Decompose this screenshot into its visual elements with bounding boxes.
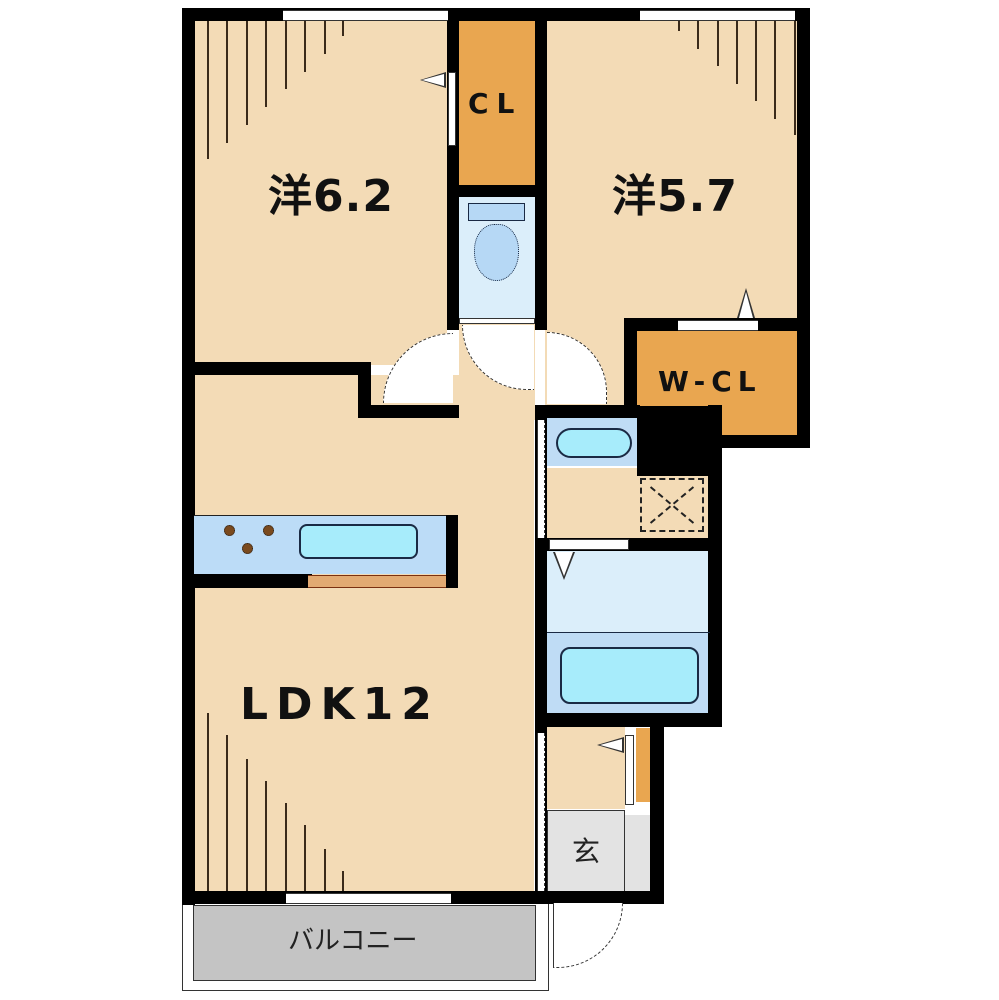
shoe-cabinet bbox=[636, 728, 652, 802]
wall-bath-bottom bbox=[535, 713, 720, 727]
wall-room1-bottom bbox=[182, 362, 362, 375]
sliding-door-shoe[interactable] bbox=[625, 735, 634, 805]
toilet-tank-icon bbox=[468, 203, 525, 221]
slope-line bbox=[324, 849, 326, 891]
room-label-closet: CL bbox=[468, 87, 523, 120]
slope-line bbox=[774, 21, 776, 119]
kitchen-cabinet-strip bbox=[308, 575, 446, 588]
slope-line bbox=[246, 759, 248, 891]
slope-line bbox=[324, 21, 326, 54]
wall-wcl-left bbox=[624, 318, 637, 418]
wall-cl-left bbox=[447, 8, 459, 330]
slope-line bbox=[265, 781, 267, 891]
window-room2[interactable] bbox=[640, 10, 795, 21]
window-ldk-balcony[interactable] bbox=[286, 893, 451, 904]
slope-line bbox=[285, 803, 287, 891]
slope-line bbox=[717, 21, 719, 66]
room-western-6-2 bbox=[194, 20, 447, 365]
room-entrance bbox=[547, 810, 625, 892]
door-direction-icon bbox=[422, 74, 444, 86]
door-wcl[interactable] bbox=[678, 320, 758, 331]
slope-line bbox=[285, 21, 287, 89]
slope-line bbox=[736, 21, 738, 84]
stove-burner-icon bbox=[242, 543, 253, 554]
toilet-bowl-icon bbox=[474, 224, 519, 281]
kitchen-sink-icon bbox=[299, 524, 418, 559]
slope-line bbox=[304, 825, 306, 891]
wall-outer-right-upper bbox=[797, 8, 810, 448]
room-label-western-5-7: 洋5.7 bbox=[612, 171, 738, 222]
slope-line bbox=[207, 21, 209, 159]
washing-machine-space-icon bbox=[640, 478, 704, 532]
sliding-door-closet[interactable] bbox=[448, 72, 456, 146]
door-bathroom[interactable] bbox=[549, 539, 629, 550]
slope-line bbox=[678, 21, 680, 31]
bathtub-divider bbox=[547, 632, 710, 633]
wall-kitchen-end bbox=[446, 515, 458, 588]
wall-wet-top bbox=[535, 405, 640, 418]
wall-cl-right bbox=[535, 8, 547, 330]
door-entrance-swing[interactable] bbox=[553, 903, 623, 968]
slope-line bbox=[755, 21, 757, 101]
washbasin-icon bbox=[556, 428, 632, 458]
slope-line bbox=[265, 21, 267, 107]
room-closet bbox=[459, 20, 535, 185]
slope-line bbox=[342, 21, 344, 36]
wall-right-mid bbox=[708, 405, 722, 725]
slope-line bbox=[794, 21, 796, 135]
stove-burner-icon bbox=[224, 525, 235, 536]
door-direction-icon bbox=[555, 552, 573, 576]
stove-burner-icon bbox=[263, 525, 274, 536]
wall-kitchen-back bbox=[182, 573, 312, 588]
room-label-western-6-2: 洋6.2 bbox=[268, 171, 394, 222]
room-label-walk-in-closet: W-CL bbox=[658, 365, 762, 398]
wall-column-block bbox=[637, 406, 721, 476]
slope-line bbox=[226, 21, 228, 143]
wall-entrance-right bbox=[650, 713, 664, 903]
room-balcony bbox=[193, 905, 536, 981]
room-label-entrance: 玄 bbox=[572, 835, 601, 868]
sliding-door-entrance[interactable] bbox=[537, 733, 545, 891]
slope-line bbox=[246, 21, 248, 125]
wall-room1-step bbox=[358, 362, 371, 418]
room-ldk bbox=[194, 375, 534, 893]
room-label-balcony: バルコニー bbox=[288, 926, 418, 956]
sliding-door-washroom[interactable] bbox=[537, 420, 545, 538]
entrance-storage bbox=[625, 815, 652, 893]
window-room1[interactable] bbox=[283, 10, 448, 21]
slope-line bbox=[342, 871, 344, 891]
bathtub-icon bbox=[560, 647, 699, 704]
toilet-door-frame bbox=[459, 318, 535, 324]
door-direction-icon bbox=[739, 292, 753, 318]
wall-cl-bottom bbox=[447, 185, 547, 197]
slope-line bbox=[207, 713, 209, 891]
room-label-ldk: LDK12 bbox=[240, 679, 440, 730]
wall-wcl-bottom bbox=[720, 435, 810, 448]
slope-line bbox=[304, 21, 306, 72]
wall-room1-step-bottom bbox=[358, 405, 459, 418]
room-western-5-7 bbox=[545, 20, 798, 320]
slope-line bbox=[697, 21, 699, 49]
door-direction-icon bbox=[600, 739, 622, 751]
wall-outer-left bbox=[182, 8, 195, 905]
slope-line bbox=[226, 735, 228, 891]
